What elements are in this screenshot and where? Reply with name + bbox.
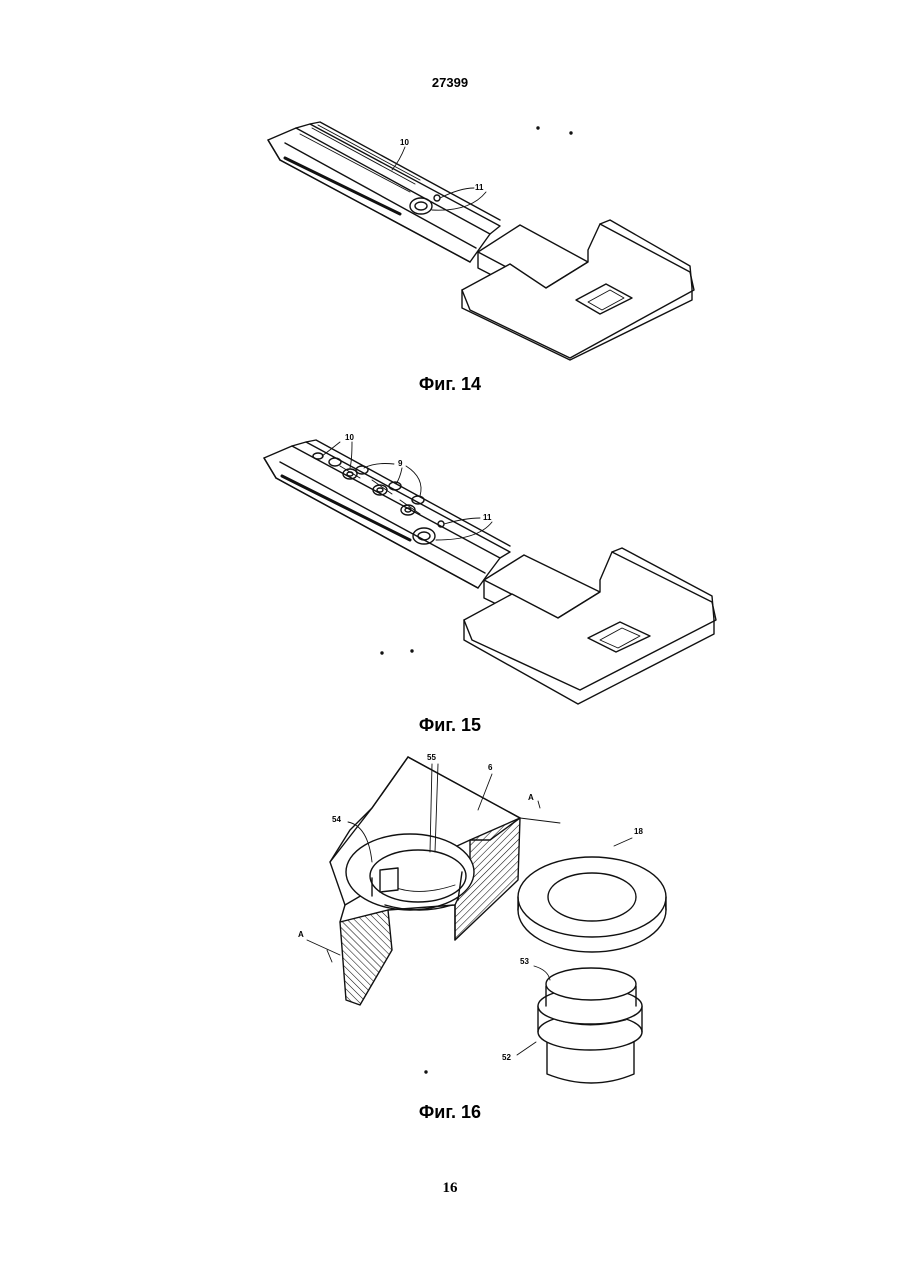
callout-52: 52 — [502, 1042, 536, 1062]
figure-14-key-drawing: 10 11 — [0, 0, 900, 380]
figure-15-caption: Фиг. 15 — [0, 715, 900, 736]
callout-18: 18 — [614, 827, 643, 846]
svg-text:A: A — [298, 930, 304, 939]
key-blade — [264, 440, 510, 588]
svg-text:A: A — [528, 793, 534, 802]
svg-text:11: 11 — [475, 183, 484, 192]
key-blade — [268, 122, 500, 262]
svg-text:52: 52 — [502, 1053, 511, 1062]
figure-16-caption: Фиг. 16 — [0, 1102, 900, 1123]
svg-text:10: 10 — [345, 433, 354, 442]
svg-text:55: 55 — [427, 753, 436, 762]
svg-text:18: 18 — [634, 827, 643, 836]
svg-text:11: 11 — [483, 513, 492, 522]
plug-part-52 — [538, 968, 642, 1083]
svg-text:54: 54 — [332, 815, 341, 824]
callout-A-upper: A — [528, 793, 534, 802]
figure-15-key-drawing: 10 9 11 — [0, 400, 900, 730]
svg-text:6: 6 — [488, 763, 493, 772]
callout-53: 53 — [520, 957, 550, 980]
page-number: 16 — [0, 1180, 900, 1197]
svg-text:9: 9 — [398, 459, 403, 468]
callout-10: 10 — [322, 433, 354, 468]
figure-16-lock-parts-drawing: 55 6 A 54 18 A 53 52 — [0, 740, 900, 1100]
figure-14-caption: Фиг. 14 — [0, 374, 900, 395]
svg-text:53: 53 — [520, 957, 529, 966]
svg-text:10: 10 — [400, 138, 409, 147]
lock-housing-section — [330, 757, 520, 1005]
callout-A-lower: A — [298, 930, 304, 939]
ring-part-18 — [518, 857, 666, 952]
